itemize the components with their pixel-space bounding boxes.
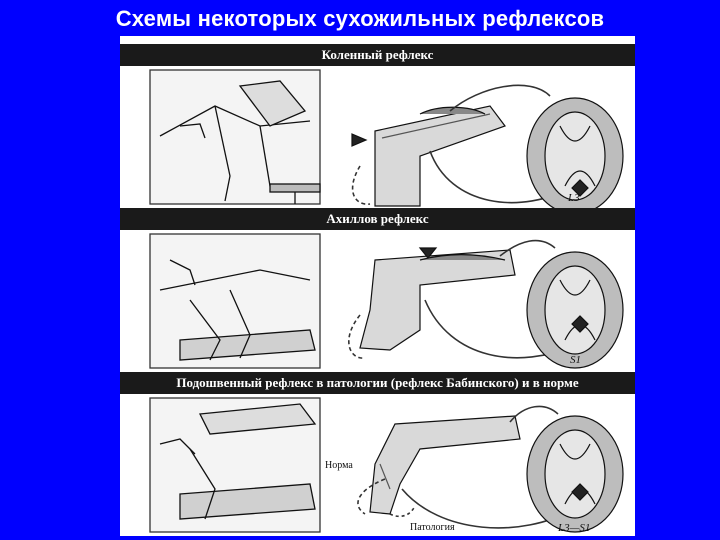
- level-label-s1: S1: [570, 354, 581, 366]
- achilles-leg: [359, 247, 516, 351]
- section-title-achilles: Ахиллов рефлекс: [120, 208, 635, 230]
- section-title-knee: Коленный рефлекс: [120, 44, 635, 66]
- plantar-spinal-cord: [526, 415, 624, 533]
- slide-title: Схемы некоторых сухожильных рефлексов: [115, 6, 605, 31]
- label-pathology: Патология: [410, 522, 455, 533]
- section-title-plantar: Подошвенный рефлекс в патологии (рефлекс…: [120, 372, 635, 394]
- level-label-l3-s1: L3—S1: [558, 522, 591, 534]
- reflex-figure: Коленный рефлекс: [120, 36, 635, 536]
- knee-leg: [351, 105, 506, 207]
- label-norm: Норма: [325, 460, 353, 471]
- knee-spinal-cord: [526, 97, 624, 208]
- achilles-photo: [149, 233, 321, 369]
- knee-photo: [149, 69, 321, 205]
- achilles-spinal-cord: [526, 251, 624, 369]
- panel-knee: L3: [120, 66, 635, 208]
- plantar-photo: [149, 397, 321, 533]
- panel-achilles: S1: [120, 230, 635, 372]
- plantar-leg: [369, 415, 521, 515]
- level-label-l3: L3: [568, 192, 580, 204]
- panel-plantar: Норма Патология L3—S1: [120, 394, 635, 536]
